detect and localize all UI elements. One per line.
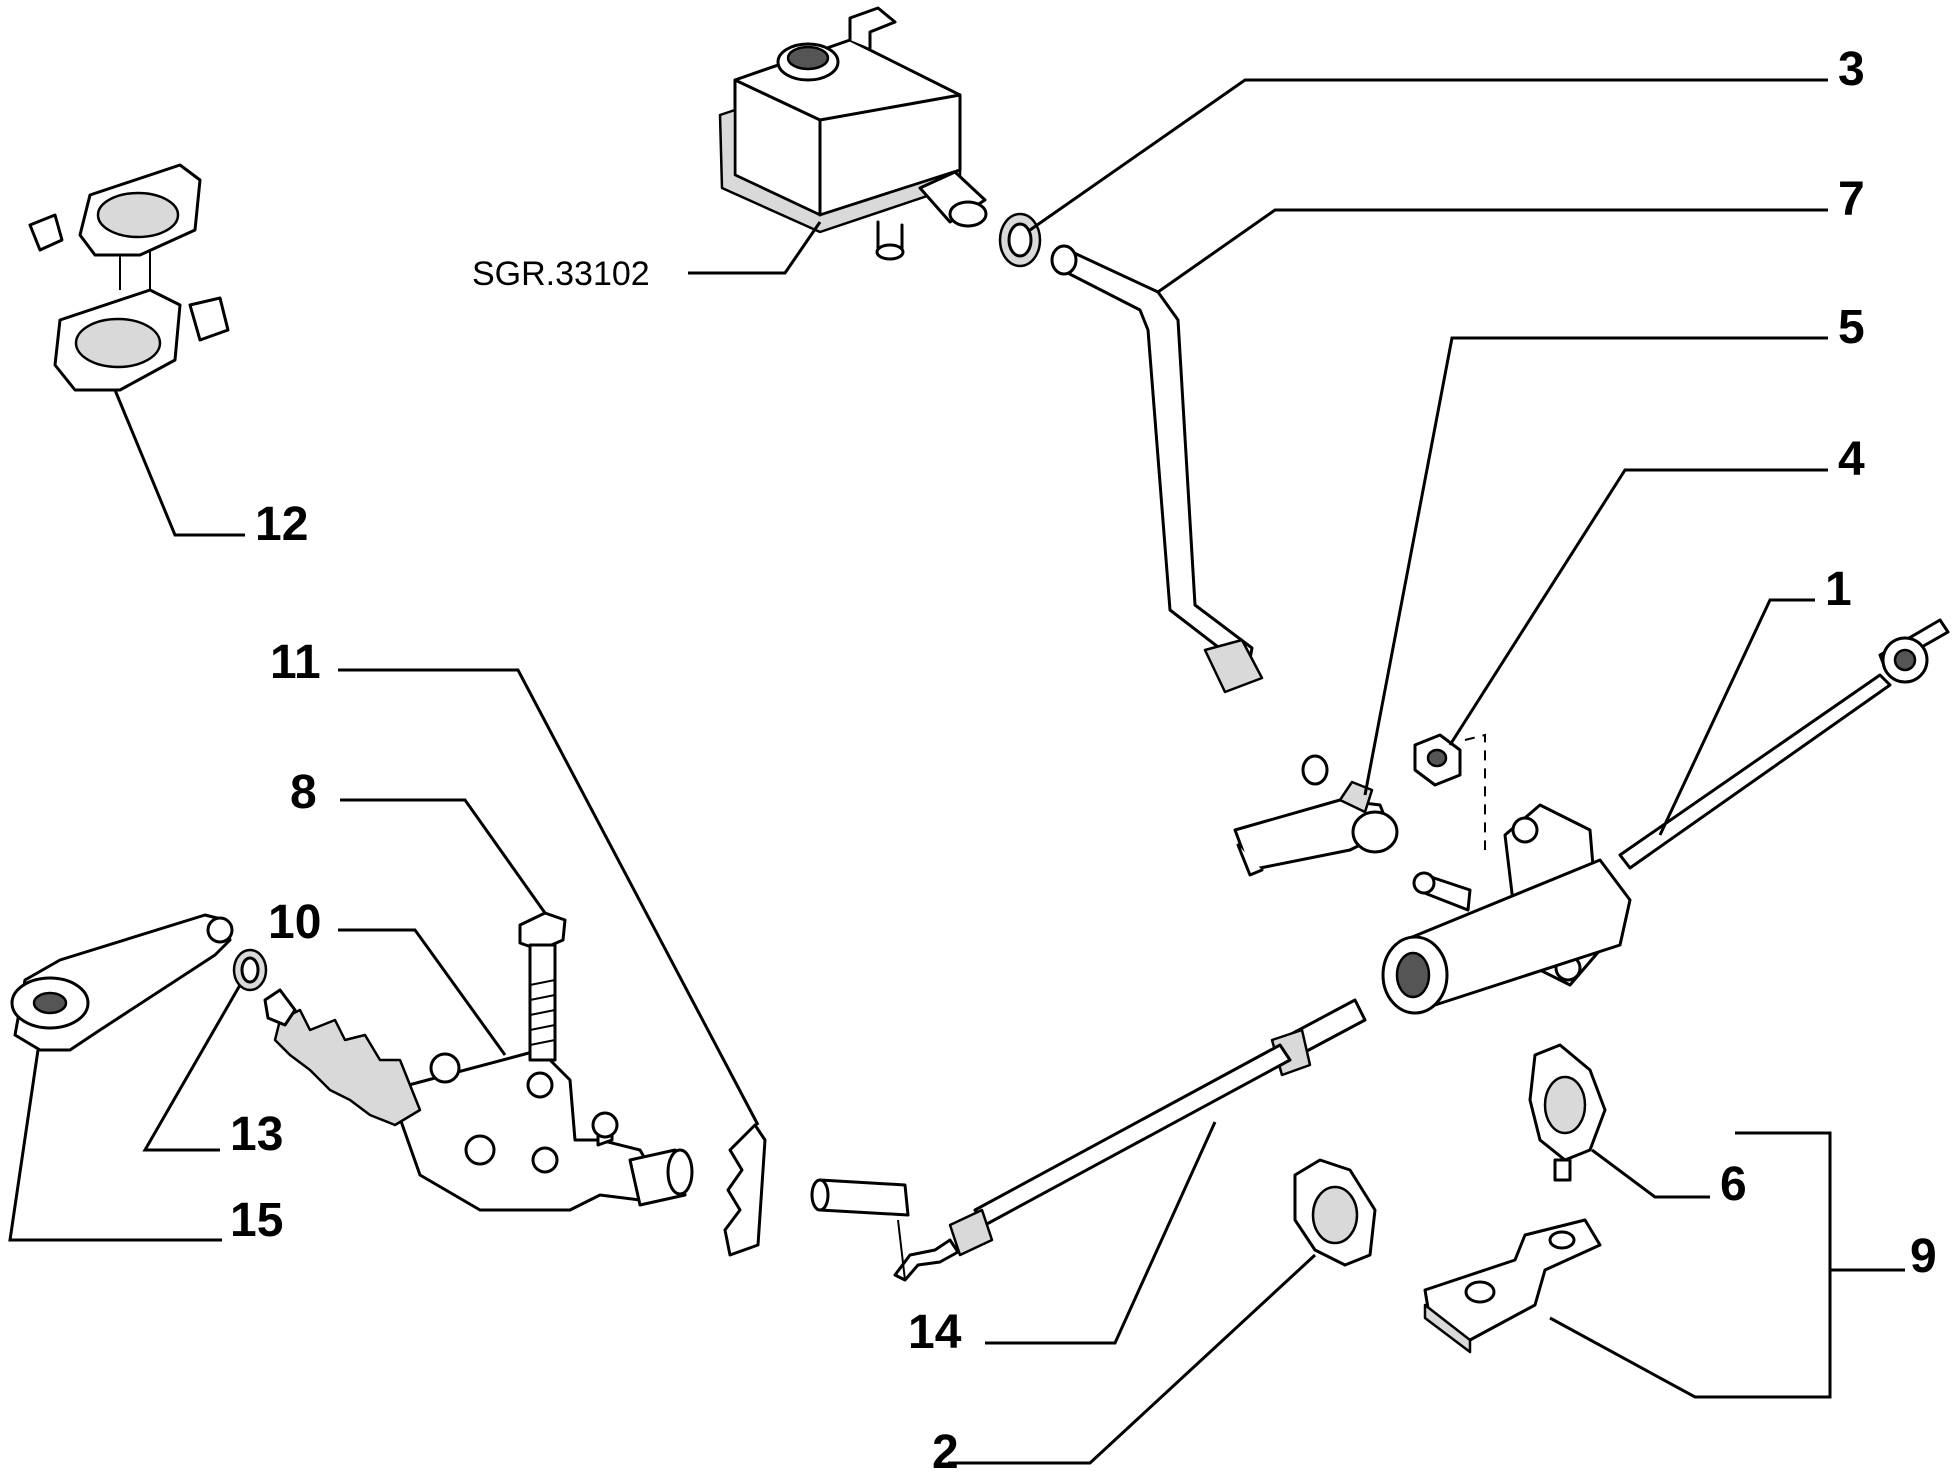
- release-lever: [10, 913, 234, 1052]
- leader-lines: [8, 78, 1905, 1465]
- leader-10: [338, 928, 507, 1056]
- callout-4: 4: [1838, 433, 1865, 486]
- labels: SGR.33102 3 7 5 4 1 12 11 8 10 13 15 6 9…: [230, 43, 1937, 1477]
- hose-clamp: [998, 212, 1042, 268]
- fluid-hose: [1050, 244, 1329, 786]
- mounting-bracket: [1423, 1218, 1602, 1354]
- leader-5: [1363, 336, 1828, 796]
- callout-6: 6: [1720, 1158, 1747, 1211]
- leader-3: [1029, 78, 1828, 232]
- leader-11: [338, 668, 760, 1126]
- bolt: [518, 911, 567, 1062]
- callout-5: 5: [1838, 301, 1865, 354]
- slave-cylinder: [263, 988, 694, 1212]
- pipe-clip: [1293, 1158, 1377, 1267]
- callout-1: 1: [1825, 563, 1852, 616]
- leader-ref: [688, 221, 822, 275]
- callout-11: 11: [270, 636, 321, 689]
- callout-7: 7: [1838, 173, 1865, 226]
- leader-4: [1448, 468, 1828, 746]
- hose-clip: [1528, 1043, 1607, 1182]
- hydraulic-pipe: [810, 998, 1367, 1282]
- master-cylinder: [1381, 618, 1950, 1015]
- cable-clamp: [28, 163, 230, 392]
- retaining-clip: [723, 1123, 767, 1257]
- leader-2: [948, 1253, 1317, 1465]
- leader-12: [113, 389, 245, 537]
- callout-3: 3: [1838, 43, 1865, 96]
- callout-13: 13: [230, 1108, 283, 1161]
- callout-14: 14: [908, 1306, 962, 1359]
- washer: [232, 948, 268, 992]
- callout-8: 8: [290, 766, 317, 819]
- reference-label: SGR.33102: [472, 255, 650, 293]
- fluid-reservoir: [718, 6, 988, 261]
- leader-9-bracket: [1549, 1131, 1832, 1399]
- leader-8: [340, 798, 547, 914]
- leader-14: [985, 1121, 1217, 1345]
- callout-9: 9: [1910, 1230, 1937, 1283]
- nut: [1413, 733, 1486, 850]
- callout-2: 2: [932, 1426, 959, 1477]
- leader-6: [1591, 1148, 1710, 1199]
- leader-13: [142, 984, 242, 1152]
- leader-15: [8, 1049, 222, 1242]
- leader-7: [1157, 208, 1828, 294]
- hose-bracket: [1233, 780, 1399, 877]
- callout-15: 15: [230, 1194, 283, 1247]
- leader-1: [1658, 598, 1815, 836]
- callout-12: 12: [255, 498, 308, 551]
- callout-10: 10: [268, 896, 321, 949]
